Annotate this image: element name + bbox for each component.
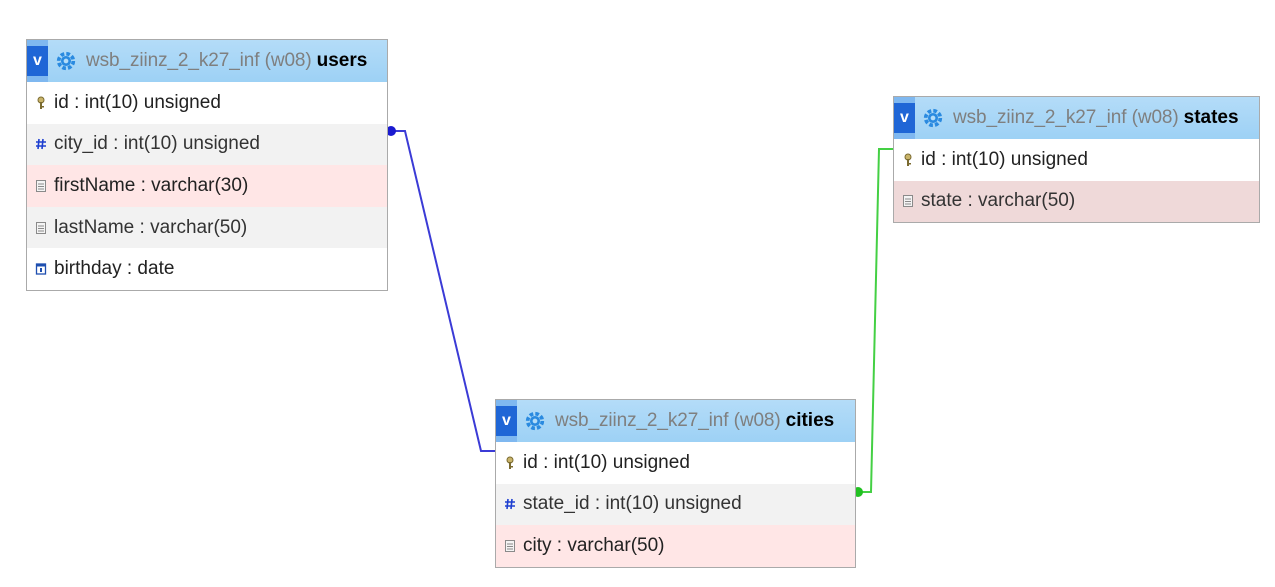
toggle-columns-button[interactable]: v — [27, 40, 48, 82]
table-users[interactable]: v wsb_ziinz_2_k27_inf (w08) users id : i… — [26, 39, 388, 291]
column-row[interactable]: birthday : date — [27, 248, 387, 290]
column-label: state : varchar(50) — [921, 190, 1076, 212]
text-icon — [36, 221, 46, 234]
column-label: id : int(10) unsigned — [921, 148, 1088, 170]
column-label: lastName : varchar(50) — [54, 216, 248, 238]
column-label: firstName : varchar(30) — [54, 174, 249, 196]
calendar-icon — [35, 263, 47, 275]
table-states[interactable]: v wsb_ziinz_2_k27_inf (w08) states id : … — [893, 96, 1260, 224]
column-row[interactable]: id : int(10) unsigned — [27, 82, 387, 124]
table-header[interactable]: v wsb_ziinz_2_k27_inf (w08) states — [894, 97, 1259, 139]
table-cities[interactable]: v wsb_ziinz_2_k27_inf (w08) cities id : … — [495, 399, 856, 568]
hash-icon — [36, 139, 46, 150]
column-row[interactable]: id : int(10) unsigned — [496, 442, 855, 484]
key-icon — [37, 96, 45, 109]
text-icon — [36, 179, 46, 192]
key-icon — [506, 456, 514, 469]
column-row[interactable]: lastName : varchar(50) — [27, 206, 387, 249]
column-label: city_id : int(10) unsigned — [54, 133, 260, 155]
gear-icon[interactable] — [524, 410, 546, 432]
toggle-columns-button[interactable]: v — [496, 400, 517, 442]
column-row[interactable]: city : varchar(50) — [496, 525, 855, 567]
database-name: wsb_ziinz_2_k27_inf (w08) — [953, 107, 1179, 128]
key-icon — [904, 153, 912, 166]
column-label: state_id : int(10) unsigned — [523, 493, 742, 515]
gear-icon[interactable] — [922, 107, 944, 129]
toggle-columns-button[interactable]: v — [894, 97, 915, 139]
column-label: id : int(10) unsigned — [523, 451, 690, 473]
gear-icon[interactable] — [55, 50, 77, 72]
column-row[interactable]: state : varchar(50) — [894, 180, 1259, 223]
relation-cities-states[interactable] — [857, 148, 893, 493]
table-name: users — [316, 50, 368, 71]
column-row[interactable]: city_id : int(10) unsigned — [27, 123, 387, 166]
column-label: birthday : date — [54, 258, 175, 280]
text-icon — [903, 195, 913, 208]
database-name: wsb_ziinz_2_k27_inf (w08) — [555, 410, 781, 431]
table-name: cities — [785, 410, 835, 431]
column-row[interactable]: firstName : varchar(30) — [27, 165, 387, 207]
database-name: wsb_ziinz_2_k27_inf (w08) — [86, 50, 312, 71]
column-row[interactable]: id : int(10) unsigned — [894, 139, 1259, 181]
column-row[interactable]: state_id : int(10) unsigned — [496, 483, 855, 526]
column-label: id : int(10) unsigned — [54, 91, 221, 113]
table-name: states — [1183, 107, 1239, 128]
text-icon — [505, 539, 515, 552]
relation-users-cities[interactable] — [392, 130, 495, 452]
column-label: city : varchar(50) — [523, 534, 665, 556]
table-header[interactable]: v wsb_ziinz_2_k27_inf (w08) users — [27, 40, 387, 82]
table-header[interactable]: v wsb_ziinz_2_k27_inf (w08) cities — [496, 400, 855, 442]
hash-icon — [505, 499, 515, 510]
